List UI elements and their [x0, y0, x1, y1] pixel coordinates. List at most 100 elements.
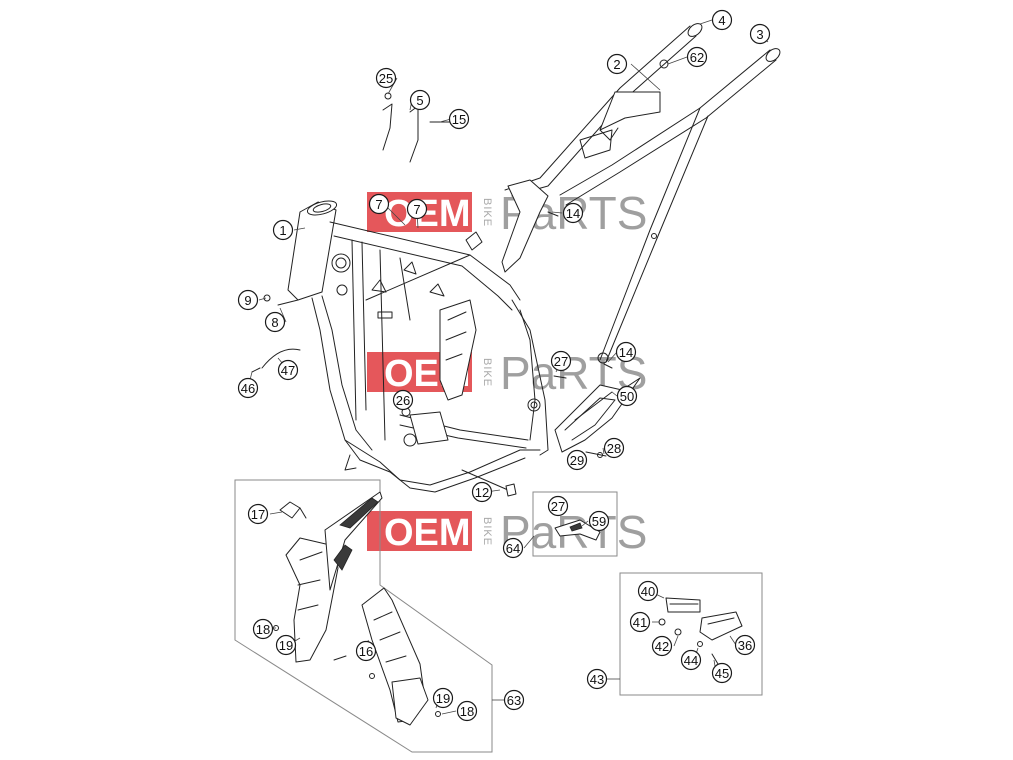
callout-circle: [637, 580, 659, 602]
callout-number: 28: [607, 441, 621, 456]
callout-number: 3: [756, 27, 763, 42]
callout-number: 46: [241, 381, 255, 396]
chain-guide: [554, 519, 601, 541]
callout-44: 44: [680, 649, 702, 671]
callout-36: 36: [734, 634, 756, 656]
callout-number: 43: [590, 672, 604, 687]
callout-number: 2: [613, 57, 620, 72]
callout-number: 17: [251, 507, 265, 522]
callout-circle: [711, 9, 733, 31]
callout-40: 40: [637, 580, 659, 602]
callout-circle: [680, 649, 702, 671]
callout-14: 14: [615, 341, 637, 363]
callout-circle: [237, 377, 259, 399]
callout-64: 64: [502, 537, 524, 559]
callout-circle: [471, 481, 493, 503]
callout-circle: [355, 640, 377, 662]
callout-circle: [588, 510, 610, 532]
callout-circle: [629, 611, 651, 633]
callout-number: 45: [715, 666, 729, 681]
callout-circle: [252, 618, 274, 640]
watermark-bike-text: BIKE: [481, 198, 493, 227]
callout-circle: [237, 289, 259, 311]
subframe: [501, 23, 781, 364]
callout-7: 7: [406, 198, 428, 220]
callout-2: 2: [606, 53, 628, 75]
callout-number: 27: [554, 354, 568, 369]
callout-circle: [264, 311, 286, 333]
callout-circle: [503, 689, 525, 711]
callout-number: 1: [279, 223, 286, 238]
callout-46: 46: [237, 377, 259, 399]
callout-circle: [566, 449, 588, 471]
callout-number: 64: [506, 541, 520, 556]
callout-9: 9: [237, 289, 259, 311]
callout-circle: [651, 635, 673, 657]
callout-number: 26: [396, 393, 410, 408]
callout-3: 3: [749, 23, 771, 45]
callout-17: 17: [247, 503, 269, 525]
callout-number: 59: [592, 514, 606, 529]
callout-number: 15: [452, 112, 466, 127]
callout-circle: [550, 350, 572, 372]
callout-47: 47: [277, 359, 299, 381]
callout-number: 18: [256, 622, 270, 637]
callout-25: 25: [375, 67, 397, 89]
callout-circle: [448, 108, 470, 130]
callout-circle: [547, 495, 569, 517]
callout-18: 18: [252, 618, 274, 640]
callout-circle: [272, 219, 294, 241]
callout-circle: [711, 662, 733, 684]
callout-circle: [275, 634, 297, 656]
callout-14: 14: [562, 202, 584, 224]
watermark-bike-text: BIKE: [481, 517, 493, 546]
callout-number: 63: [507, 693, 521, 708]
callout-41: 41: [629, 611, 651, 633]
callout-28: 28: [603, 437, 625, 459]
callout-circle: [502, 537, 524, 559]
callout-number: 50: [620, 389, 634, 404]
callout-circle: [749, 23, 771, 45]
callout-59: 59: [588, 510, 610, 532]
callout-7: 7: [368, 193, 390, 215]
callout-number: 7: [375, 197, 382, 212]
callout-circle: [606, 53, 628, 75]
callout-circle: [686, 46, 708, 68]
callout-number: 27: [551, 499, 565, 514]
callout-1: 1: [272, 219, 294, 241]
callout-circle: [368, 193, 390, 215]
callout-number: 44: [684, 653, 698, 668]
callout-number: 41: [633, 615, 647, 630]
callout-number: 36: [738, 638, 752, 653]
callout-5: 5: [409, 89, 431, 111]
callout-19: 19: [275, 634, 297, 656]
callout-circle: [409, 89, 431, 111]
frame-guard-assembly: [279, 491, 429, 726]
callout-number: 18: [460, 704, 474, 719]
callout-circle: [603, 437, 625, 459]
callout-circle: [277, 359, 299, 381]
callout-circle: [375, 67, 397, 89]
footrest-kit-box: [619, 572, 763, 696]
callout-63: 63: [503, 689, 525, 711]
callout-number: 14: [619, 345, 633, 360]
callout-62: 62: [686, 46, 708, 68]
callout-number: 9: [244, 293, 251, 308]
callout-number: 14: [566, 206, 580, 221]
watermark-oem-text: OEM: [384, 512, 471, 554]
callout-circle: [734, 634, 756, 656]
callout-4: 4: [711, 9, 733, 31]
callout-number: 16: [359, 644, 373, 659]
callout-number: 42: [655, 639, 669, 654]
callout-number: 47: [281, 363, 295, 378]
chain-guide-kit-box: [532, 491, 618, 557]
callout-circle: [586, 668, 608, 690]
callout-circle: [392, 389, 414, 411]
footrest-assembly: [658, 597, 743, 665]
callout-number: 5: [416, 93, 423, 108]
callout-43: 43: [586, 668, 608, 690]
callout-circle: [247, 503, 269, 525]
callout-15: 15: [448, 108, 470, 130]
